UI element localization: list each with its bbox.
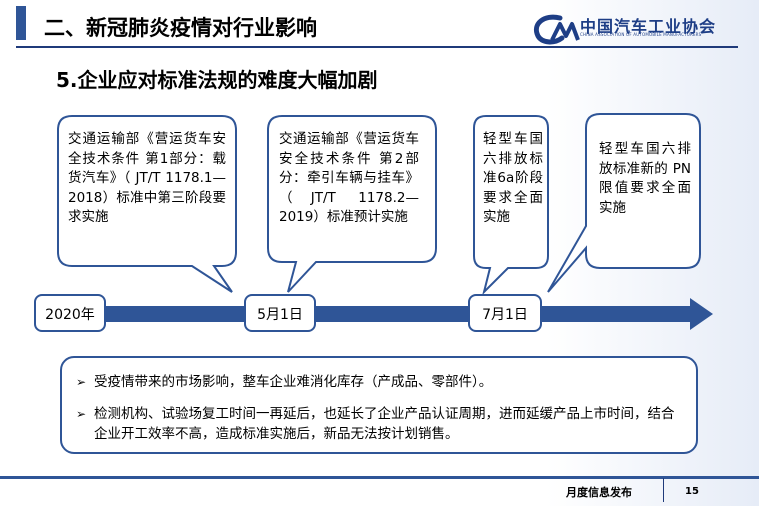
callout-bubble-4 [547, 113, 701, 293]
bullet-arrow-icon: ➢ [76, 407, 87, 421]
callout-text-4: 轻型车国六排放标准新的 PN 限值要求全面实施 [599, 141, 691, 216]
caam-logo [534, 14, 580, 45]
bullet-item: ➢ 受疫情带来的市场影响，整车企业难消化库存（产成品、零部件）。 [76, 372, 676, 392]
page-title: 二、新冠肺炎疫情对行业影响 [44, 16, 317, 40]
callout-text-1: 交通运输部《营运货车安全技术条件 第1部分：载货汽车》（ JT/T 1178.1… [68, 131, 226, 226]
timeline-arrow [40, 298, 713, 330]
bullet-text: 受疫情带来的市场影响，整车企业难消化库存（产成品、零部件）。 [94, 374, 493, 390]
logo-text: 中国汽车工业协会 [580, 17, 717, 36]
footer-separator [663, 478, 664, 502]
footer-divider [0, 476, 759, 479]
title-accent [16, 6, 26, 40]
section-subtitle: 5.企业应对标准法规的难度大幅加剧 [56, 68, 378, 92]
title-bar [16, 4, 738, 48]
callout-bubble-2 [267, 115, 437, 293]
callout-bubble-3 [473, 115, 549, 296]
bullet-text: 检测机构、试验场复工时间一再延后，也延长了企业产品认证周期，进而延缓产品上市时间… [94, 406, 675, 442]
callout-text-3: 轻型车国六排放标准6a阶段要求全面实施 [483, 131, 543, 226]
impact-summary-box: ➢ 受疫情带来的市场影响，整车企业难消化库存（产成品、零部件）。 ➢ 检测机构、… [60, 356, 698, 454]
logo-subtext: CHINA ASSOCIATION OF AUTOMOBILE MANUFACT… [580, 32, 702, 37]
callout-text-2: 交通运输部《营运货车安全技术条件 第2部分：牵引车辆与挂车》（JT/T 1178… [279, 131, 419, 226]
date-label-jul-1: 7月1日 [468, 294, 542, 332]
date-label-may-1: 5月1日 [244, 294, 316, 332]
bullet-item: ➢ 检测机构、试验场复工时间一再延后，也延长了企业产品认证周期，进而延缓产品上市… [76, 404, 686, 444]
footer-label: 月度信息发布 [566, 486, 632, 499]
page-number: 15 [685, 486, 699, 497]
bullet-arrow-icon: ➢ [76, 375, 87, 389]
date-label-2020: 2020年 [34, 294, 106, 332]
callout-bubble-1 [57, 115, 237, 293]
